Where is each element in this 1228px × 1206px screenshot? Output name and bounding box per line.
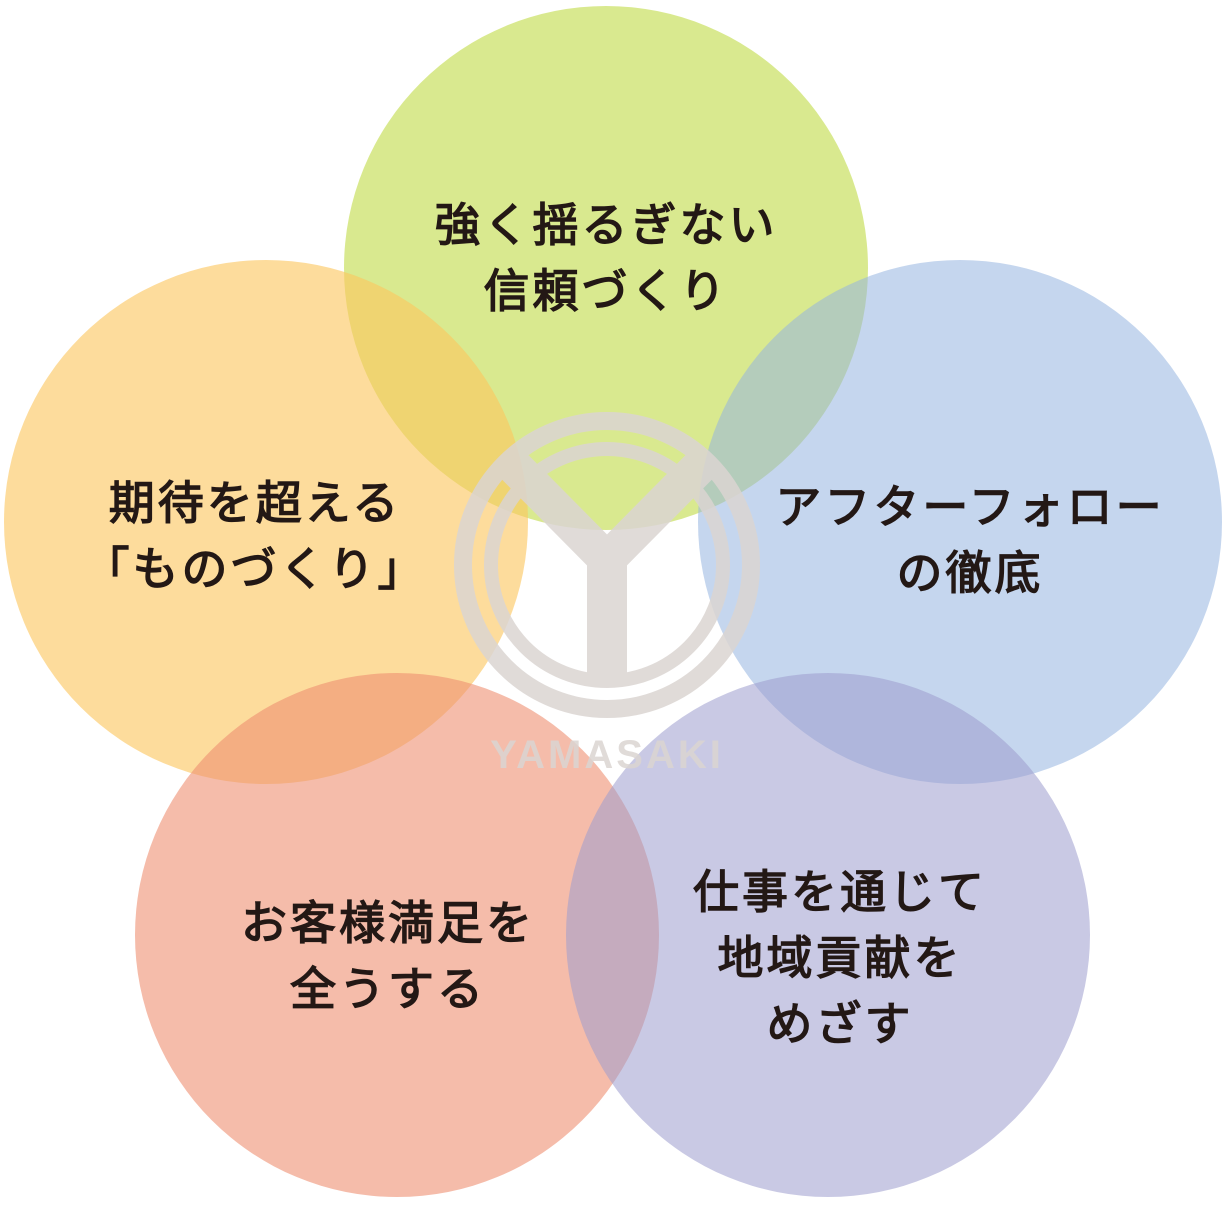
- value-label-right-line-1: アフターフォロー: [775, 480, 1165, 534]
- value-label-right: アフターフォロー の徹底: [775, 474, 1164, 606]
- circle-right: [698, 260, 1222, 784]
- value-label-bottom-right: 仕事を通じて 地域貢献を めざす: [693, 859, 987, 1057]
- value-label-bottom-right-line-1: 仕事を通じて: [693, 865, 987, 919]
- value-label-right-line-2: の徹底: [896, 546, 1044, 600]
- value-label-bottom-left-line-1: お客様満足を: [241, 896, 535, 950]
- value-label-top-line-1: 強く揺るぎない: [434, 198, 778, 252]
- circle-bottom-right: [566, 673, 1090, 1197]
- logo-outer-ring: [454, 412, 760, 718]
- logo-wordmark: YAMASAKI: [490, 733, 724, 777]
- yamasaki-logo-icon: YAMASAKI: [454, 412, 760, 777]
- value-label-left-line-1: 期待を超える: [108, 476, 402, 530]
- value-label-left: 期待を超える 「ものづくり」: [84, 470, 427, 602]
- circle-layer: [4, 6, 1222, 1197]
- value-label-bottom-left: お客様満足を 全うする: [241, 890, 535, 1022]
- logo-y-arms: [495, 447, 719, 586]
- value-label-bottom-right-line-2: 地域貢献を: [717, 931, 963, 985]
- value-label-bottom-left-line-2: 全うする: [290, 962, 486, 1016]
- value-label-top: 強く揺るぎない 信頼づくり: [435, 192, 778, 324]
- value-label-left-line-2: 「ものづくり」: [83, 542, 427, 596]
- value-label-bottom-right-line-3: めざす: [766, 997, 914, 1051]
- circle-left: [4, 260, 528, 784]
- logo-inner-ring: [484, 442, 730, 688]
- value-label-top-line-2: 信頼づくり: [483, 264, 729, 318]
- circle-bottom-left: [135, 673, 659, 1197]
